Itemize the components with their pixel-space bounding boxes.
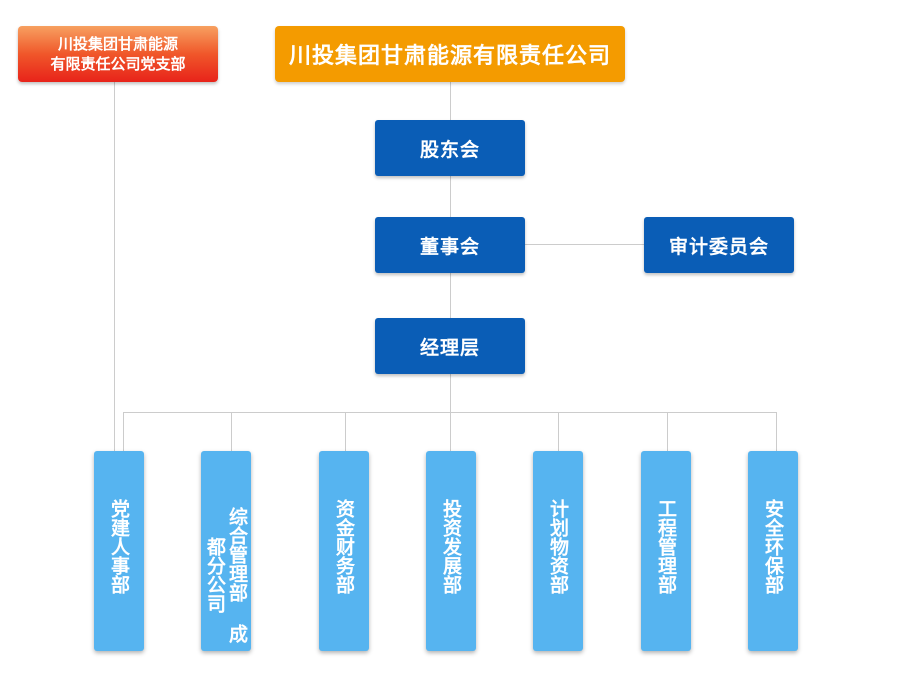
connector-departments-bus: [123, 412, 777, 413]
party-branch-line1: 川投集团甘肃能源: [57, 35, 178, 53]
board-label: 董事会: [419, 235, 480, 258]
dept-safety-environment-label: 安全环保部: [762, 499, 784, 594]
dept-general-chengdu-label: 综合管理部 成都分公司: [204, 507, 248, 643]
management-label: 经理层: [419, 336, 480, 359]
connector-dept-2: [231, 412, 232, 451]
dept-party-hr-label: 党建人事部: [108, 499, 130, 594]
dept-investment-label: 投资发展部: [440, 499, 462, 594]
dept-general-chengdu: 综合管理部 成都分公司: [201, 451, 251, 651]
dept-party-hr: 党建人事部: [94, 451, 144, 651]
audit-committee-node: 审计委员会: [644, 217, 794, 273]
shareholders-label: 股东会: [419, 138, 480, 161]
dept-planning-materials-label: 计划物资部: [547, 499, 569, 594]
audit-committee-label: 审计委员会: [668, 235, 769, 258]
connector-party-down: [114, 82, 115, 451]
company-node: 川投集团甘肃能源有限责任公司: [275, 26, 625, 82]
party-branch-line2: 有限责任公司党支部: [50, 55, 186, 73]
connector-dept-6: [667, 412, 668, 451]
dept-finance: 资金财务部: [319, 451, 369, 651]
connector-dept-5: [558, 412, 559, 451]
connector-dept-1: [123, 412, 124, 451]
shareholders-node: 股东会: [375, 120, 525, 176]
dept-engineering-label: 工程管理部: [655, 499, 677, 594]
connector-board-audit: [525, 244, 644, 245]
dept-engineering: 工程管理部: [641, 451, 691, 651]
management-node: 经理层: [375, 318, 525, 374]
dept-planning-materials: 计划物资部: [533, 451, 583, 651]
party-branch-node: 川投集团甘肃能源 有限责任公司党支部: [18, 26, 218, 82]
dept-investment: 投资发展部: [426, 451, 476, 651]
connector-dept-7: [776, 412, 777, 451]
board-node: 董事会: [375, 217, 525, 273]
dept-finance-label: 资金财务部: [333, 499, 355, 594]
company-name: 川投集团甘肃能源有限责任公司: [288, 43, 611, 69]
dept-safety-environment: 安全环保部: [748, 451, 798, 651]
connector-dept-3: [345, 412, 346, 451]
